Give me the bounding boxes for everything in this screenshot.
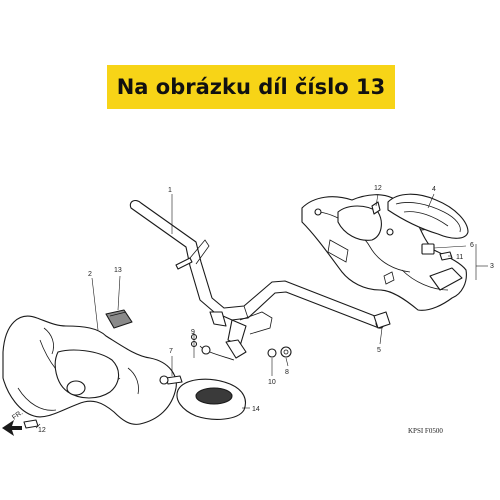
callout-4: 4 [432,186,436,193]
front-cover [2,315,177,425]
callout-3: 3 [490,263,494,270]
part-13-tag [105,309,133,329]
callout-8: 8 [285,369,289,376]
part-5-shape [373,311,391,329]
callout-12-bottom: 12 [38,427,46,434]
part-14-block [176,378,247,420]
leader-lines [35,193,488,429]
callout-10: 10 [268,379,276,386]
callout-6: 6 [470,242,474,249]
callout-9: 9 [191,329,195,336]
part-10-shape [267,348,277,358]
part-11-shape [439,251,453,261]
callout-labels: 1 2 3 4 5 6 7 8 9 10 11 12 12 13 14 [38,185,494,434]
callout-12-top: 12 [374,185,382,192]
banner-text: Na obrázku díl číslo 13 [116,75,386,99]
small-hardware [23,201,453,429]
callout-7: 7 [169,348,173,355]
front-direction-marker: FR. [2,409,24,436]
part-6-shape [421,243,435,255]
part-number-banner: Na obrázku díl číslo 13 [107,65,395,109]
part-8-shape [280,346,292,358]
part-12-shape [371,201,381,215]
meter-lens [387,193,469,239]
callout-13: 13 [114,267,122,274]
reference-code: KPSI F0500 [408,427,443,435]
callout-5: 5 [377,347,381,354]
direction-label: FR. [11,409,24,421]
callout-11: 11 [456,254,463,261]
callout-2: 2 [88,271,92,278]
callout-1: 1 [168,187,172,194]
callout-14: 14 [252,406,260,413]
